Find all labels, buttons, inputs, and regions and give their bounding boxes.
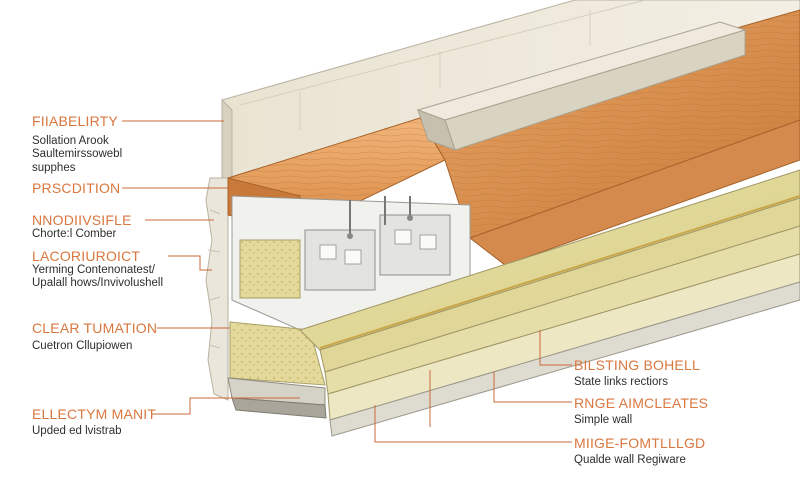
label-rnge-aimcleates: RNGE AIMCLEATES Simple wall [574,395,708,427]
label-title: BILSTING BOHELL [574,357,700,373]
label-line: Cuetron Cllupiowen [32,340,133,353]
label-line: Simple wall [574,414,633,427]
label-title: CLEAR TUMATION [32,320,158,336]
label-title: PRSCDITION [32,180,121,196]
layered-panels [299,169,800,437]
label-nnodiivsifle: NNODIIVSIFLE Chorte:l Comber [32,212,132,241]
label-ellectym-manit: ELLECTYM MANIT Upded ed lvistrab [32,406,156,438]
label-bilsting-bohell: BILSTING BOHELL State links rectiors [574,357,700,389]
label-line: State links rectiors [574,376,668,389]
label-title: FIIABELIRTY [32,113,118,129]
insulation-upper [239,239,301,299]
label-title: NNODIIVSIFLE [32,212,132,228]
left-stone-edge [205,177,229,401]
label-line: supphes [32,161,76,174]
label-line: Upalall hows/Invivolushell [32,277,164,290]
label-prscdition: PRSCDITION [32,180,120,196]
label-line: Sollation Arook [32,135,109,148]
label-line: Chorte:l Comber [32,228,117,241]
label-lacoriuroict: LACORIUROICT Yerming Contenonatest/ Upal… [32,248,163,291]
label-line: Qualde wall Regiware [574,454,686,467]
label-fiiabelirty: FIIABELIRTY Sollation Arook Saultemirsso… [32,113,122,175]
label-line: Upded ed lvistrab [32,425,122,438]
label-title: RNGE AIMCLEATES [574,395,709,411]
label-clear-tumation: CLEAR TUMATION Cuetron Cllupiowen [32,320,157,353]
label-title: LACORIUROICT [32,248,141,264]
insulation-lower [229,321,326,386]
trim-rail [416,21,747,151]
label-title: ELLECTYM MANIT [32,406,157,422]
label-title: MIIGE-FOMTLLLGD [574,435,706,451]
label-miige-fomtlllgd: MIIGE-FOMTLLLGD Qualde wall Regiware [574,435,705,467]
leader-lines-left [122,120,300,415]
label-line: Saultemirssowebl [32,148,123,161]
label-line: Yerming Contenonatest/ [32,264,155,277]
leader-lines-right [374,330,572,443]
